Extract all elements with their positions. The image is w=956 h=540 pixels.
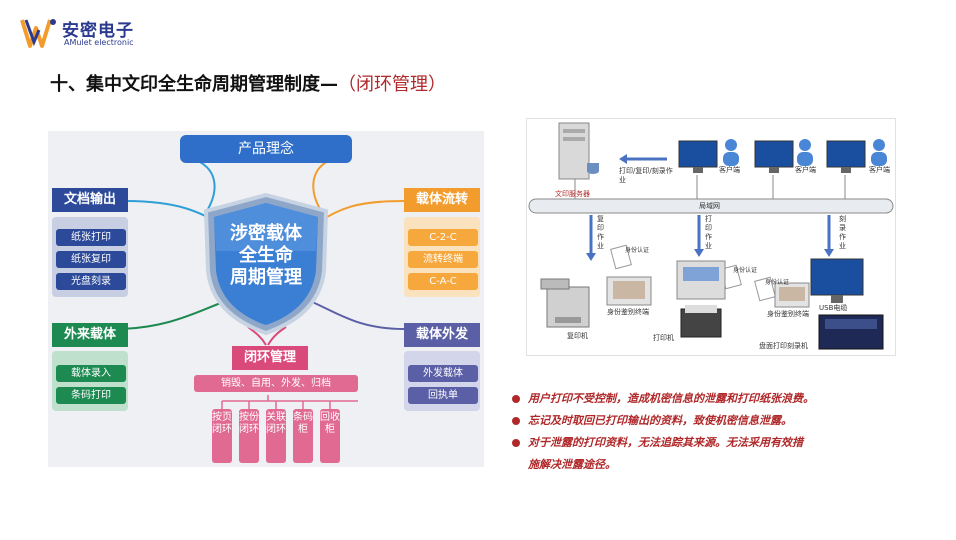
client-label: 客户端 [719,166,740,174]
external-carrier-item: 条码打印 [56,387,126,404]
client-label: 客户端 [795,166,816,174]
burner-label: 盘面打印刻录机 [759,342,808,350]
auth-label: 身份认证 [625,247,650,254]
closed-loop-header: 闭环管理 [232,346,308,370]
page-title: 十、集中文印全生命周期管理制度—（闭环管理） [50,70,446,96]
print-terminal-icon [676,260,726,300]
client-icon [678,139,739,173]
network-graphics [528,122,894,350]
usb-label: USB电缆 [819,304,848,312]
closed-loop-column: 按份闭环 [239,409,259,463]
client-icon [826,139,887,173]
shield-label: 涉密载体 全生命 周期管理 [208,223,324,289]
bullet-dot-icon [512,395,520,403]
copy-job-label: 复印作业 [597,215,604,250]
doc-output-item: 纸张复印 [56,251,126,268]
title-accent: （闭环管理） [338,74,446,95]
shield-line-1: 涉密载体 [230,223,302,244]
server-icon [558,122,599,180]
problem-list: 用户打印不受控制，造成机密信息的泄露和打印纸张浪费。 忘记及时取回已打印输出的资… [512,388,952,476]
bullet-dot-icon [512,439,520,447]
shield-line-2: 全生命 [239,245,293,266]
id-terminal-label: 身份鉴别终端 [607,308,649,316]
network-diagram: 文印服务器 打印/复印/刻录作业 客户端 客户端 客户端 局域网 复印作业 打印… [526,118,896,356]
doc-output-item: 光盘刻录 [56,273,126,290]
auth-card-icon [610,244,632,270]
carrier-out-item: 回执单 [408,387,478,404]
closed-loop-column: 关联闭环 [266,409,286,463]
carrier-flow-item: 流转终端 [408,251,478,268]
printer-label: 打印机 [653,334,674,342]
id-terminal-icon [774,282,810,308]
copier-label: 复印机 [567,332,588,340]
auth-label: 身份认证 [733,267,758,274]
external-carrier-item: 载体录入 [56,365,126,382]
copier-icon [540,278,590,328]
usb-monitor-icon [810,258,864,303]
carrier-flow-header: 载体流转 [404,188,480,212]
concept-title: 产品理念 [180,135,352,163]
carrier-out-item: 外发载体 [408,365,478,382]
concept-diagram: 产品理念 涉密载体 全生命 周期管理 文档输出 纸张打印 纸张复印 光盘刻录 载… [48,131,484,467]
server-label: 文印服务器 [555,190,590,198]
doc-output-header: 文档输出 [52,188,128,212]
job-label: 打印/复印/刻录作业 [619,167,673,184]
closed-loop-column: 按页闭环 [212,409,232,463]
logo-mark-icon [20,19,56,48]
client-label: 客户端 [869,166,890,174]
closed-loop-column: 回收柜 [320,409,340,463]
printer-icon [680,305,722,338]
carrier-flow-item: C-2-C [408,229,478,246]
problem-text-continued: 施解决泄露途径。 [528,458,616,471]
print-job-label: 打印作业 [705,215,712,250]
brand-name-en: AMulet electronic [64,38,134,47]
auth-card-icon [754,276,776,302]
title-main: 十、集中文印全生命周期管理制度— [50,74,338,95]
disc-burner-icon [818,314,884,350]
auth-label: 身份认证 [765,279,790,286]
concept-title-text: 产品理念 [238,141,294,157]
burn-job-label: 刻录作业 [839,215,846,250]
id-terminal-icon [606,276,652,306]
carrier-out-header: 载体外发 [404,323,480,347]
external-carrier-header: 外来载体 [52,323,128,347]
bullet-dot-icon [512,417,520,425]
brand-logo: 安密电子 AMulet electronic [20,14,160,54]
problem-text: 对于泄露的打印资料，无法追踪其来源。无法采用有效措 [528,436,803,449]
closed-loop-bar: 销毁、自用、外发、归档 [194,375,358,392]
client-icon [754,139,813,173]
brand-name-cn: 安密电子 [62,21,134,41]
concept-connectors [113,160,405,409]
problem-item: 对于泄露的打印资料，无法追踪其来源。无法采用有效措 [512,432,952,454]
id-terminal-label: 身份鉴别终端 [767,310,809,318]
carrier-flow-item: C-A-C [408,273,478,290]
doc-output-item: 纸张打印 [56,229,126,246]
closed-loop-column: 条码柜 [293,409,313,463]
problem-item: 忘记及时取回已打印输出的资料，致使机密信息泄露。 [512,410,952,432]
problem-text: 忘记及时取回已打印输出的资料，致使机密信息泄露。 [528,414,792,427]
problem-text: 用户打印不受控制，造成机密信息的泄露和打印纸张浪费。 [528,392,814,405]
lan-label: 局域网 [699,202,720,210]
shield-line-3: 周期管理 [230,267,302,288]
problem-item: 用户打印不受控制，造成机密信息的泄露和打印纸张浪费。 [512,388,952,410]
